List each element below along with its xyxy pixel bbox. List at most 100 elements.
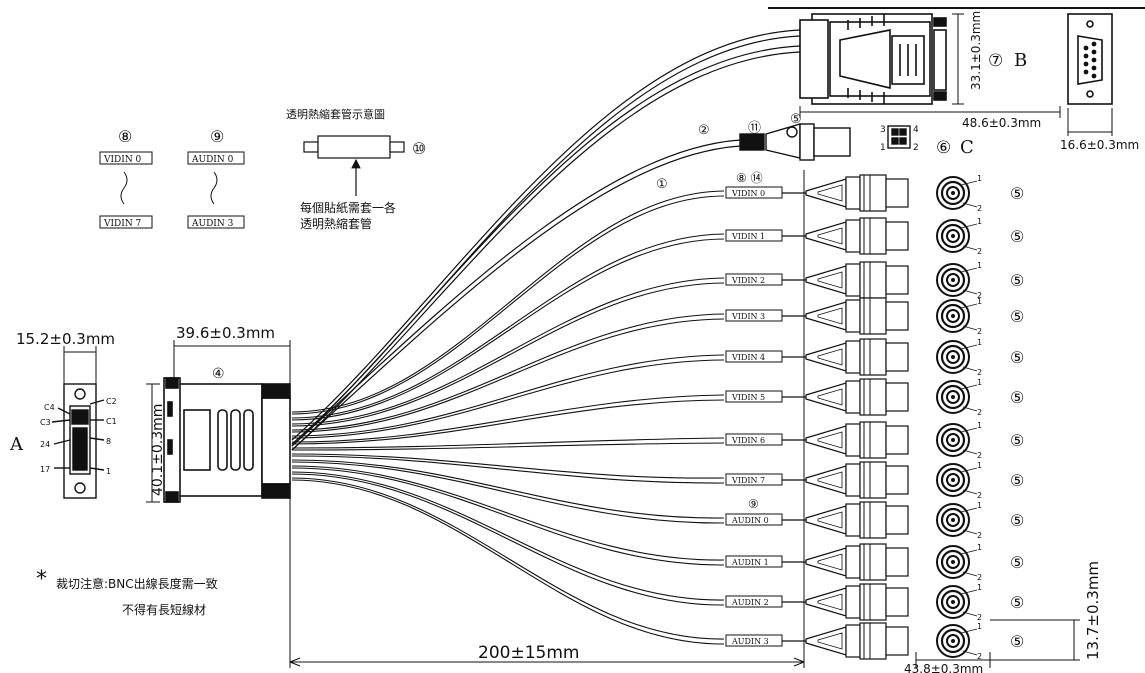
bnc-tag-label: AUDIN 2 [731,598,769,607]
bnc-tag-label: VIDIN 0 [731,189,765,198]
dvi-front-view [51,383,105,499]
bnc-boot-inner [817,431,843,449]
dvi-pin-c3: C3 [40,418,51,427]
dvi-hood [163,377,291,503]
bnc-pin-1: 1 [977,378,982,387]
dvi-pin-c2: C2 [106,397,117,406]
bnc-boot-inner [817,348,843,366]
cable-db9-1 [291,45,801,447]
bnc-boot-inner [817,632,843,650]
bnc-pin-leader [962,449,978,455]
bnc-nose [885,265,909,295]
bnc-item-label: ⑤ [1010,632,1024,651]
bnc-nose [885,382,909,412]
power-pin-1: 1 [880,143,886,153]
bnc-pin-leader [962,245,978,251]
bnc-boot-inner [817,388,843,406]
bnc-boot [805,301,847,331]
bnc-boot [805,626,847,656]
bnc-crimp [845,340,861,374]
cable-power-edge [291,145,741,451]
bnc-item-label: ⑤ [1010,388,1024,407]
bnc-tag-label: VIDIN 5 [731,393,765,402]
bnc-front-pin [951,639,955,643]
bnc-tag-label: VIDIN 2 [731,276,765,285]
bnc-item-label: ⑤ [1010,471,1024,490]
bnc-tag-label: VIDIN 4 [731,353,765,362]
bnc-pin-leader [962,529,978,535]
dim-bnc-pitch: 13.7±0.3mm [1084,561,1102,660]
bnc-pin-leader [960,427,978,433]
bnc-pin-leader [962,325,978,331]
bnc-pin-leader [962,489,978,495]
bnc-item-label: ⑤ [1010,307,1024,326]
bnc-front-pin [951,478,955,482]
legend-audio-first: AUDIN 0 [191,155,234,165]
bnc-crimp [845,423,861,457]
bnc-boot [805,265,847,295]
bnc-pin-1: 1 [977,421,982,430]
dvi-pin-c1: C1 [106,417,117,426]
bnc-nose [885,587,909,617]
bnc-item-label: ⑤ [1010,511,1024,530]
dim-hood-height: 40.1±0.3mm [150,404,166,496]
bnc-nose [885,342,909,372]
power-pin-4: 4 [913,125,919,135]
bnc-pin-leader [960,303,978,309]
bnc-tag-label: AUDIN 1 [731,558,769,567]
bnc-nose [885,425,909,455]
dim-db9-height: 33.1±0.3mm [969,11,983,90]
connector-c-label: C [960,137,974,158]
bnc-boot [805,221,847,251]
bnc-item-label: ⑤ [1010,553,1024,572]
dvi-pin-24: 24 [40,440,50,449]
bnc-boot [805,342,847,372]
bnc-nose [885,626,909,656]
db9-connector-b [799,13,947,105]
bnc-front-pin [951,438,955,442]
cable-bnc [291,471,725,601]
cable-bnc [291,459,725,519]
bnc-front-pin [951,234,955,238]
bnc-pin-2: 2 [977,491,982,500]
bnc-boot [805,505,847,535]
cable-power [291,139,741,447]
bnc-pin-2: 2 [977,291,982,300]
item-10-label: ⑩ [412,139,426,158]
bnc-front-pin [951,355,955,359]
cable-bnc-edge [291,195,725,415]
bnc-item-label: ⑤ [1010,184,1024,203]
cable-bnc-edge [291,473,725,606]
bnc-front-pin [951,278,955,282]
bnc-boot [805,178,847,208]
item-2-label: ② [698,123,710,138]
item-7-label: ⑦ [988,51,1003,71]
cable-bnc-edge [291,442,725,451]
heat-shrink-title: 透明熱縮套管示意圖 [286,107,385,121]
bnc-pin-leader [960,628,978,634]
bnc-pin-leader [960,467,978,473]
bnc-pin-1: 1 [977,217,982,226]
bnc-nose [885,221,909,251]
item-1-label: ① [656,177,668,192]
item-9-label: ⑨ [210,127,224,146]
bnc-nose [885,301,909,331]
bnc-crimp [845,624,861,658]
bnc-pin-1: 1 [977,174,982,183]
bnc-pin-leader [962,611,978,617]
bnc-crimp [845,380,861,414]
item-4-label: ④ [212,366,225,382]
bnc-boot [805,382,847,412]
bnc-boot-inner [817,227,843,245]
connector-b-label: B [1014,50,1027,71]
bnc-pin-2: 2 [977,451,982,460]
bnc-nose [885,505,909,535]
caution-line-2: 不得有長短線材 [122,602,206,617]
dim-total-length: 200±15mm [478,643,579,663]
dim-hood-width: 39.6±0.3mm [176,324,275,342]
bnc-item-label: ⑤ [1010,348,1024,367]
cable-bnc [291,394,725,443]
cable-bnc [291,354,725,437]
bnc-pin-2: 2 [977,652,982,661]
